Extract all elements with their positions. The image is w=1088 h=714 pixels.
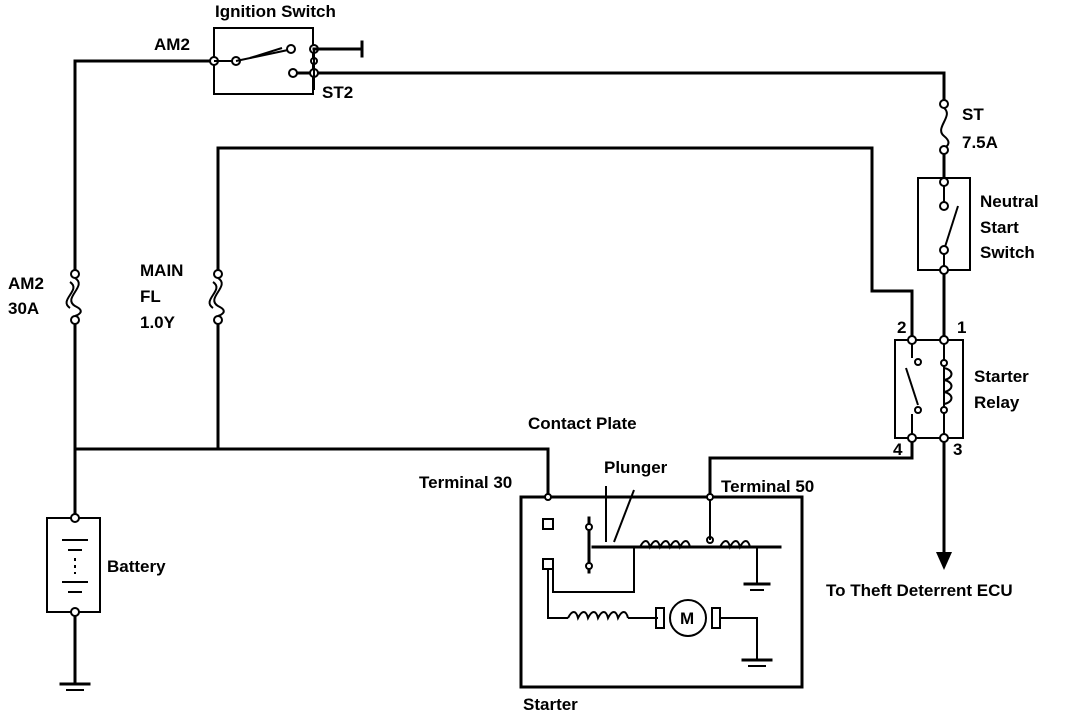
neutral-start-label-1: Neutral xyxy=(980,192,1039,211)
ignition-switch-label: Ignition Switch xyxy=(215,2,336,21)
plunger-label: Plunger xyxy=(604,458,668,477)
relay-pin-1: 1 xyxy=(957,318,966,337)
starter-label: Starter xyxy=(523,695,578,714)
battery-label: Battery xyxy=(107,557,166,576)
neutral-start-label-2: Start xyxy=(980,218,1019,237)
motor-label: M xyxy=(680,609,694,628)
theft-ecu-label: To Theft Deterrent ECU xyxy=(826,581,1013,600)
wiring xyxy=(73,59,952,686)
terminal-50-label: Terminal 50 xyxy=(721,477,814,496)
main-fusible-link xyxy=(208,269,225,325)
arrow-down-icon xyxy=(936,552,952,570)
wire-main-fl-upper xyxy=(216,146,914,342)
relay-pin-4: 4 xyxy=(893,440,903,459)
terminal-30-label: Terminal 30 xyxy=(419,473,512,492)
starter-relay-label-2: Relay xyxy=(974,393,1020,412)
contact-plate-label: Contact Plate xyxy=(528,414,637,433)
main-fl-label-3: 1.0Y xyxy=(140,313,176,332)
starter-assembly xyxy=(519,486,804,689)
wire-am2-top xyxy=(73,59,216,272)
neutral-start-label-3: Switch xyxy=(980,243,1035,262)
ground-icon xyxy=(59,682,91,691)
relay-pin-3: 3 xyxy=(953,440,962,459)
battery xyxy=(46,513,101,617)
labels: Ignition Switch AM2 ST2 ST 7.5A Neutral … xyxy=(8,2,1039,714)
wire-main-bus xyxy=(73,447,550,499)
st2-label: ST2 xyxy=(322,83,353,102)
am2-fuse-rating: 30A xyxy=(8,299,39,318)
neutral-start-switch xyxy=(917,177,971,275)
wire-st2 xyxy=(291,71,946,102)
am2-fuse-name: AM2 xyxy=(8,274,44,293)
wire-relay4-terminal50 xyxy=(708,436,914,499)
relay-pin-2: 2 xyxy=(897,318,906,337)
starter-relay-label-1: Starter xyxy=(974,367,1029,386)
main-fl-label-2: FL xyxy=(140,287,161,306)
starter-relay xyxy=(894,335,964,443)
st-fuse-rating: 7.5A xyxy=(962,133,998,152)
st-fuse-name: ST xyxy=(962,105,984,124)
st-fuse xyxy=(939,99,950,155)
am2-switch-label: AM2 xyxy=(154,35,190,54)
main-fl-label-1: MAIN xyxy=(140,261,183,280)
am2-fuse xyxy=(65,269,82,325)
ignition-switch xyxy=(209,27,364,95)
